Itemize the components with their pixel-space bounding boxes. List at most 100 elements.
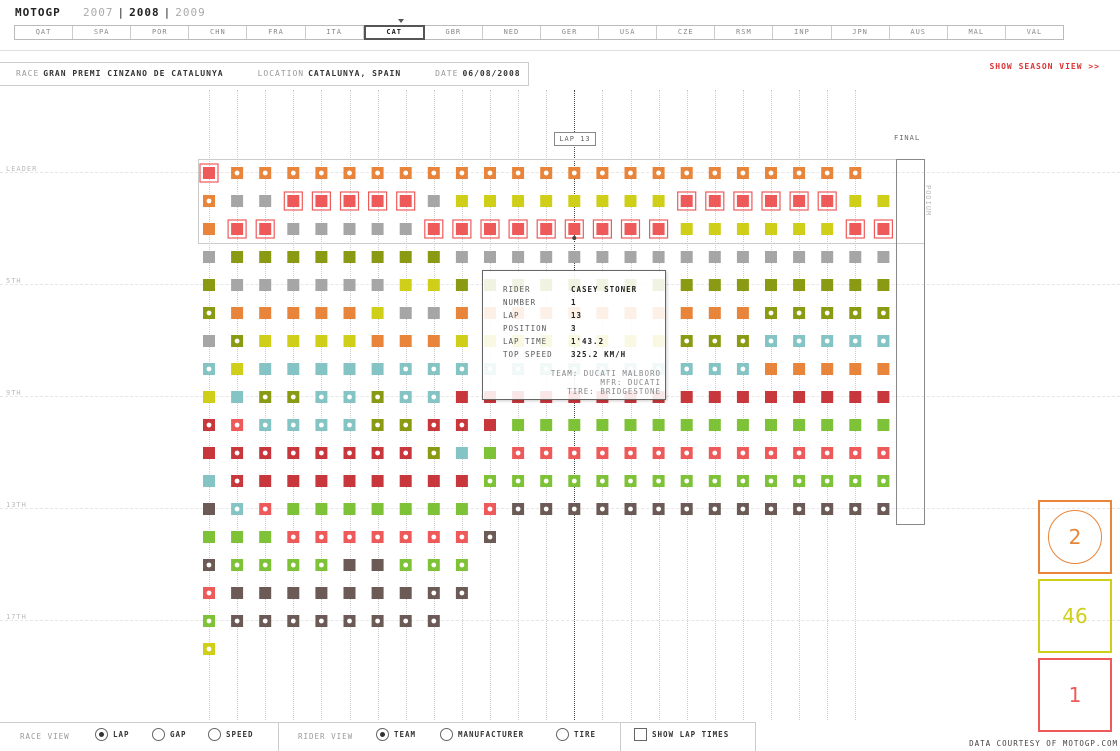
race-tab-rsm[interactable]: RSM bbox=[715, 26, 774, 39]
race-tab-spa[interactable]: SPA bbox=[73, 26, 132, 39]
lap-guide bbox=[687, 90, 688, 720]
lap-guide bbox=[771, 90, 772, 720]
row-guide bbox=[0, 172, 1120, 173]
tip-laptime-label: LAP TIME bbox=[503, 337, 548, 346]
option-label: LAP bbox=[113, 730, 130, 739]
option-label: TEAM bbox=[394, 730, 417, 739]
race-view-speed-option[interactable]: SPEED bbox=[208, 728, 254, 741]
lap-guide bbox=[265, 90, 266, 720]
date-label: DATE bbox=[435, 69, 459, 78]
race-tab-val[interactable]: VAL bbox=[1026, 28, 1043, 36]
position-cell[interactable] bbox=[877, 503, 890, 515]
race-tab-jpn[interactable]: JPN bbox=[832, 26, 890, 39]
row-guide bbox=[0, 508, 1120, 509]
option-label: GAP bbox=[170, 730, 187, 739]
rider-view-tire-option[interactable]: TIRE bbox=[556, 728, 596, 741]
position-cell[interactable] bbox=[877, 335, 890, 347]
race-tab-fra[interactable]: FRA bbox=[247, 26, 306, 39]
tip-manufacturer: MFR: DUCATI bbox=[600, 378, 661, 387]
race-view-lap-option[interactable]: LAP bbox=[95, 728, 130, 741]
race-tab-inp[interactable]: INP bbox=[773, 26, 832, 39]
final-label: FINAL bbox=[894, 134, 921, 142]
tip-tire: TIRE: BRIDGESTONE bbox=[567, 387, 661, 396]
radio[interactable] bbox=[440, 728, 453, 741]
lap-guide bbox=[743, 90, 744, 720]
race-view-label: RACE VIEW bbox=[20, 732, 70, 741]
race-tab-chn[interactable]: CHN bbox=[189, 26, 248, 39]
radio-selected[interactable] bbox=[95, 728, 108, 741]
race-date: 06/08/2008 bbox=[462, 69, 521, 78]
year-selector: 2007|2008|2009 bbox=[83, 6, 206, 19]
tip-lap-value: 13 bbox=[571, 311, 583, 320]
lap-guide bbox=[237, 90, 238, 720]
tip-topspeed-label: TOP SPEED bbox=[503, 350, 553, 359]
race-tab-gbr[interactable]: GBR bbox=[425, 26, 483, 39]
view-controls: RACE VIEW LAP GAP SPEED RIDER VIEW TEAM … bbox=[0, 722, 756, 751]
race-tab-qat[interactable]: QAT bbox=[15, 26, 74, 39]
lap-guide bbox=[209, 90, 210, 720]
radio[interactable] bbox=[208, 728, 221, 741]
position-cell[interactable] bbox=[877, 363, 890, 375]
selected-race-caret bbox=[398, 19, 404, 23]
position-label-9th: 9TH bbox=[6, 389, 22, 397]
brand-title: MOTOGP bbox=[15, 6, 61, 19]
position-label-17th: 17TH bbox=[6, 613, 27, 621]
podium-box bbox=[198, 159, 925, 244]
lap-guide bbox=[631, 90, 632, 720]
race-tab-aus[interactable]: AUS bbox=[890, 26, 948, 39]
year-2007[interactable]: 2007 bbox=[83, 6, 114, 19]
race-location: CATALUNYA, SPAIN bbox=[308, 69, 402, 78]
tip-team: TEAM: DUCATI MALBORO bbox=[550, 369, 661, 378]
lap-guide bbox=[321, 90, 322, 720]
tip-laptime-value: 1'43.2 bbox=[571, 337, 605, 346]
race-view-gap-option[interactable]: GAP bbox=[152, 728, 187, 741]
position-cell[interactable] bbox=[877, 391, 890, 403]
lap-guide bbox=[293, 90, 294, 720]
year-2009[interactable]: 2009 bbox=[175, 6, 206, 19]
tip-lap-label: LAP bbox=[503, 311, 520, 320]
stat-value: 1 bbox=[1068, 683, 1082, 707]
race-tab-ita[interactable]: ITA bbox=[306, 26, 364, 39]
position-cell[interactable] bbox=[877, 475, 890, 487]
lap-guide bbox=[827, 90, 828, 720]
lap-guide bbox=[490, 90, 491, 720]
rider-view-team-option[interactable]: TEAM bbox=[376, 728, 416, 741]
radio-selected[interactable] bbox=[376, 728, 389, 741]
race-tab-mal[interactable]: MAL bbox=[948, 26, 1006, 39]
race-tab-cze[interactable]: CZE bbox=[657, 26, 716, 39]
lap-guide bbox=[546, 90, 547, 720]
rider-view-manufacturer-option[interactable]: MANUFACTURER bbox=[440, 728, 524, 741]
lap-guide bbox=[350, 90, 351, 720]
lap-guide bbox=[659, 90, 660, 720]
position-cell[interactable] bbox=[877, 251, 890, 263]
race-tab-ned[interactable]: NED bbox=[483, 26, 541, 39]
lap-guide bbox=[434, 90, 435, 720]
final-column-box[interactable] bbox=[896, 159, 925, 525]
option-label: MANUFACTURER bbox=[458, 730, 525, 739]
tip-position-label: POSITION bbox=[503, 324, 548, 333]
race-tab-ger[interactable]: GER bbox=[541, 26, 600, 39]
radio[interactable] bbox=[556, 728, 569, 741]
selected-lap-label: LAP 13 bbox=[554, 132, 596, 146]
position-cell[interactable] bbox=[877, 419, 890, 431]
race-tab-usa[interactable]: USA bbox=[599, 26, 658, 39]
checkbox[interactable] bbox=[634, 728, 647, 741]
option-label: SPEED bbox=[226, 730, 254, 739]
race-name: GRAN PREMI CINZANO DE CATALUNYA bbox=[43, 69, 224, 78]
row-guide bbox=[0, 620, 1120, 621]
radio[interactable] bbox=[152, 728, 165, 741]
race-tab-cat[interactable]: CAT bbox=[363, 25, 425, 40]
position-cell[interactable] bbox=[877, 307, 890, 319]
position-cell[interactable] bbox=[877, 447, 890, 459]
race-tab-por[interactable]: POR bbox=[131, 26, 190, 39]
lap-guide bbox=[462, 90, 463, 720]
lap-guide bbox=[799, 90, 800, 720]
show-lap-times-toggle[interactable]: SHOW LAP TIMES bbox=[634, 728, 729, 741]
position-cell[interactable] bbox=[877, 279, 890, 291]
position-label-leader: LEADER bbox=[6, 165, 38, 173]
show-season-view-link[interactable]: SHOW SEASON VIEW >> bbox=[989, 62, 1100, 71]
lap-guide bbox=[378, 90, 379, 720]
tip-rider-label: RIDER bbox=[503, 285, 531, 294]
year-2008[interactable]: 2008 bbox=[129, 6, 160, 19]
